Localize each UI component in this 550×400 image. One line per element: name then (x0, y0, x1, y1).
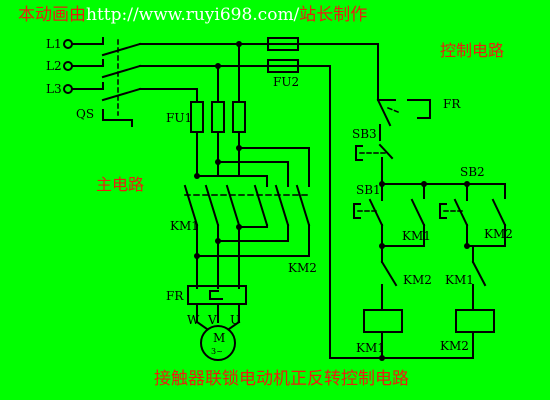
km2-interlock-label: KM2 (403, 273, 432, 287)
terminal-w-label: W (187, 313, 200, 327)
l3-terminal (63, 84, 73, 94)
header-banner: 本动画由http://www.ruyi698.com/站长制作 (18, 4, 367, 26)
km1-hold-label: KM1 (402, 229, 431, 243)
fr-ctrl-label: FR (443, 97, 461, 111)
control-circuit-label: 控制电路 (440, 41, 504, 60)
l2-label: L2 (46, 59, 62, 73)
header-suffix: 站长制作 (299, 5, 368, 25)
fu2-fuse-2 (267, 59, 299, 73)
km1-coil (363, 309, 403, 333)
motor-label: M (213, 331, 225, 345)
terminal-u-label: U (230, 313, 240, 327)
fu1-label: FU1 (166, 111, 192, 125)
sb1-label: SB1 (356, 183, 381, 197)
fu2-label: FU2 (273, 75, 299, 89)
l1-terminal (63, 39, 73, 49)
km2-main-contacts (253, 184, 311, 227)
l2-terminal (63, 61, 73, 71)
header-prefix: 本动画由 (18, 5, 86, 25)
site-link[interactable]: http://www.ruyi698.com/ (86, 5, 300, 25)
fu1-fuse-3 (232, 101, 246, 133)
qs-label: QS (76, 107, 94, 121)
km2-coil (455, 309, 495, 333)
km1-main-contacts (183, 184, 241, 227)
km2-hold-label: KM2 (484, 227, 513, 241)
fu1-fuse-2 (211, 101, 225, 133)
fu1-fuse-1 (190, 101, 204, 133)
line-terminals (63, 39, 104, 94)
l3-label: L3 (46, 82, 62, 96)
sb2-label: SB2 (460, 165, 485, 179)
motor (200, 325, 236, 361)
sb3-label: SB3 (352, 127, 377, 141)
fr-main-label: FR (166, 289, 184, 303)
km2-main-label: KM2 (288, 261, 317, 275)
km1-main-label: KM1 (170, 219, 199, 233)
qs-switch (101, 37, 142, 127)
diagram-caption: 接触器联锁电动机正反转控制电路 (154, 369, 409, 389)
control-circuit (329, 98, 507, 359)
km1-coil-label: KM1 (356, 341, 385, 355)
km2-coil-label: KM2 (440, 339, 469, 353)
motor-phase-label: 3~ (211, 347, 223, 356)
main-circuit-label: 主电路 (96, 175, 144, 194)
l1-label: L1 (46, 37, 62, 51)
junction-dots (194, 41, 470, 361)
terminal-v-label: V (207, 313, 217, 327)
km1-interlock-label: KM1 (445, 273, 474, 287)
fu2-fuse-1 (267, 37, 299, 51)
